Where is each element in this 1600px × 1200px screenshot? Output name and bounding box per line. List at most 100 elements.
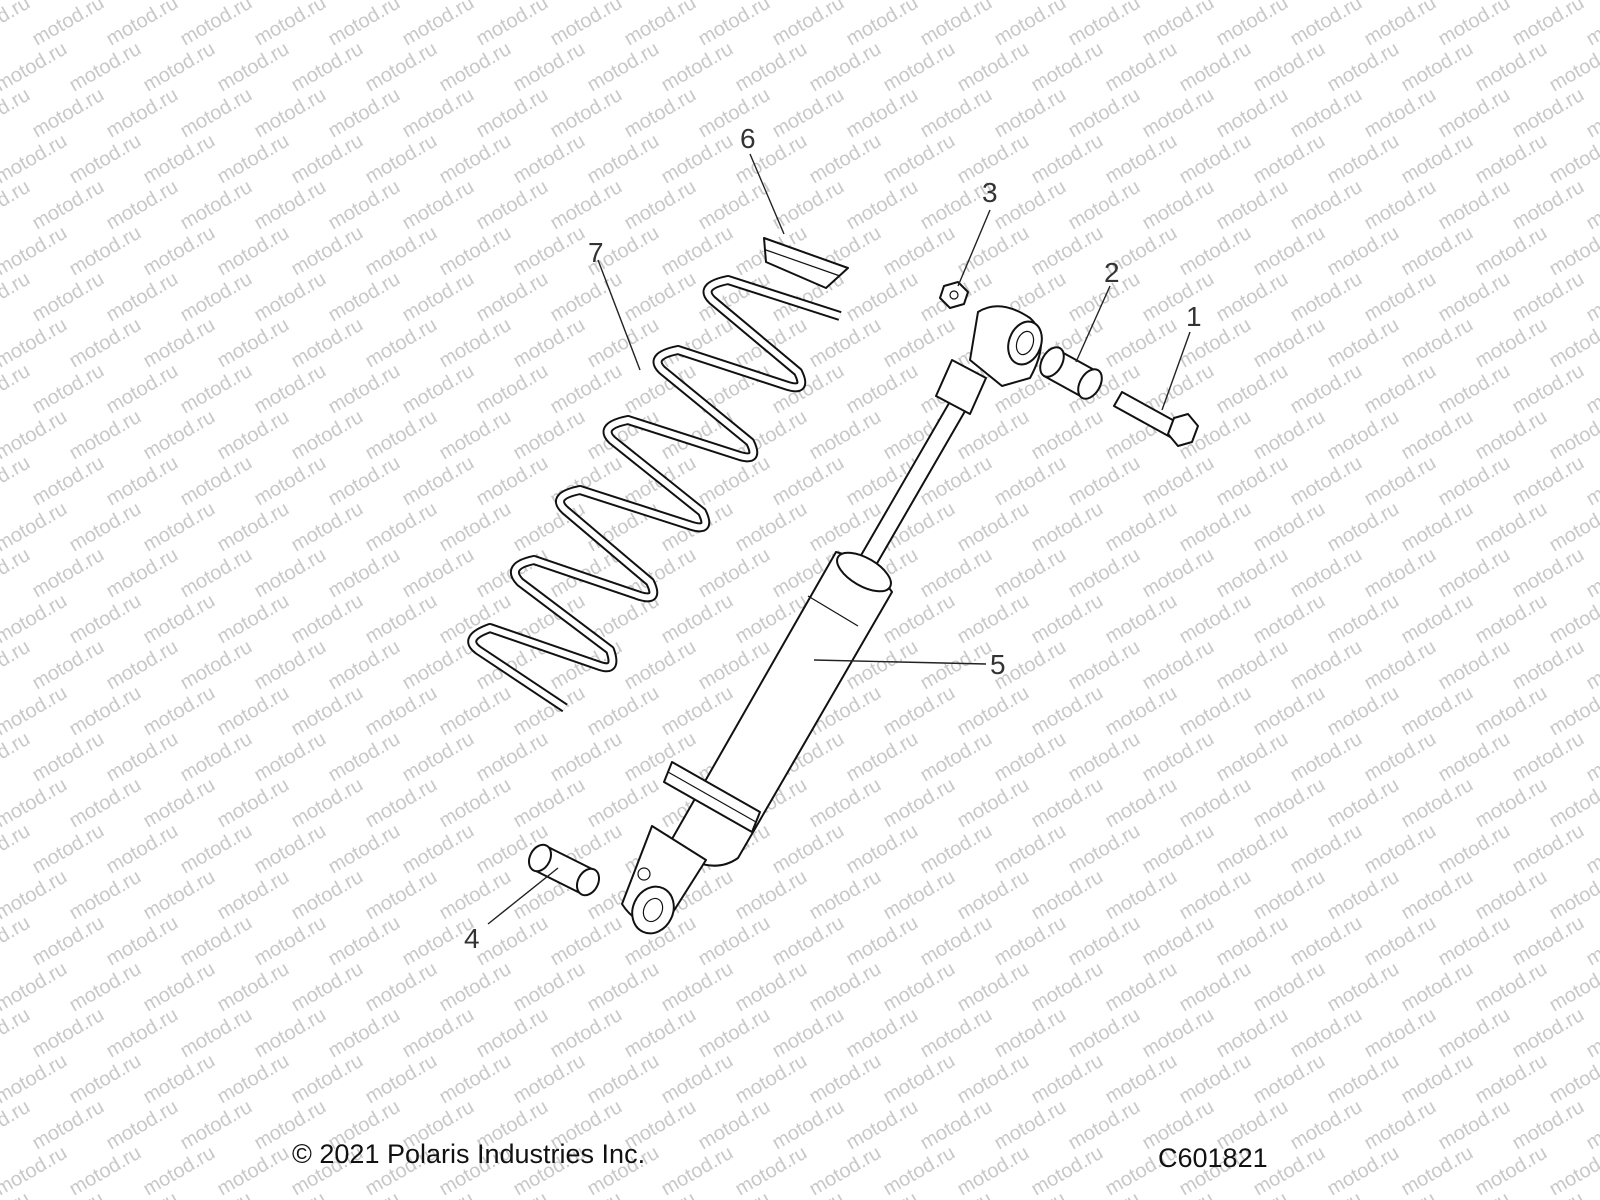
watermark-text: motod.ru bbox=[29, 728, 108, 787]
leader-line-6 bbox=[749, 153, 785, 235]
watermark-text: motod.ru bbox=[1583, 1188, 1600, 1200]
watermark-text: motod.ru bbox=[325, 84, 404, 143]
watermark-text: motod.ru bbox=[1176, 682, 1255, 741]
watermark-text: motod.ru bbox=[0, 38, 71, 97]
watermark-text: motod.ru bbox=[1435, 84, 1514, 143]
watermark-text: motod.ru bbox=[954, 1142, 1033, 1200]
watermark-text: motod.ru bbox=[917, 84, 996, 143]
watermark-text: motod.ru bbox=[29, 452, 108, 511]
watermark-text: motod.ru bbox=[0, 682, 71, 741]
watermark-text: motod.ru bbox=[1028, 38, 1107, 97]
watermark-text: motod.ru bbox=[251, 544, 330, 603]
watermark-text: motod.ru bbox=[621, 268, 700, 327]
watermark-text: motod.ru bbox=[473, 728, 552, 787]
watermark-text: motod.ru bbox=[1435, 360, 1514, 419]
watermark-text: motod.ru bbox=[103, 452, 182, 511]
watermark-text: motod.ru bbox=[1472, 1142, 1551, 1200]
watermark-text: motod.ru bbox=[288, 682, 367, 741]
watermark-text: motod.ru bbox=[436, 406, 515, 465]
watermark-text: motod.ru bbox=[1472, 38, 1551, 97]
watermark-text: motod.ru bbox=[0, 406, 71, 465]
watermark-text: motod.ru bbox=[769, 1004, 848, 1063]
watermark-text: motod.ru bbox=[288, 958, 367, 1017]
watermark-text: motod.ru bbox=[843, 912, 922, 971]
watermark-text: motod.ru bbox=[29, 1096, 108, 1155]
watermark-text: motod.ru bbox=[584, 682, 663, 741]
watermark-text: motod.ru bbox=[177, 1096, 256, 1155]
watermark-text: motod.ru bbox=[362, 130, 441, 189]
watermark-text: motod.ru bbox=[473, 912, 552, 971]
watermark-text: motod.ru bbox=[399, 544, 478, 603]
watermark-text: motod.ru bbox=[1324, 958, 1403, 1017]
watermark-text: motod.ru bbox=[1102, 498, 1181, 557]
watermark-text: motod.ru bbox=[66, 866, 145, 925]
watermark-text: motod.ru bbox=[1398, 38, 1477, 97]
watermark-text: motod.ru bbox=[1102, 774, 1181, 833]
watermark-text: motod.ru bbox=[1065, 1004, 1144, 1063]
watermark-text: motod.ru bbox=[251, 820, 330, 879]
watermark-text: motod.ru bbox=[1176, 1050, 1255, 1109]
watermark-text: motod.ru bbox=[288, 406, 367, 465]
watermark-text: motod.ru bbox=[436, 958, 515, 1017]
watermark-text: motod.ru bbox=[1324, 590, 1403, 649]
watermark-text: motod.ru bbox=[510, 314, 589, 373]
watermark-text: motod.ru bbox=[510, 406, 589, 465]
watermark-text: motod.ru bbox=[66, 222, 145, 281]
watermark-text: motod.ru bbox=[1176, 498, 1255, 557]
watermark-text: motod.ru bbox=[1250, 130, 1329, 189]
copyright-notice: © 2021 Polaris Industries Inc. bbox=[292, 1139, 646, 1169]
watermark-text: motod.ru bbox=[1028, 682, 1107, 741]
watermark-text: motod.ru bbox=[1361, 728, 1440, 787]
watermark-text: motod.ru bbox=[325, 0, 404, 50]
watermark-text: motod.ru bbox=[177, 728, 256, 787]
watermark-text: motod.ru bbox=[1361, 84, 1440, 143]
watermark-text: motod.ru bbox=[584, 38, 663, 97]
watermark-text: motod.ru bbox=[29, 360, 108, 419]
watermark-text: motod.ru bbox=[214, 866, 293, 925]
watermark-text: motod.ru bbox=[1324, 38, 1403, 97]
watermark-text: motod.ru bbox=[1324, 222, 1403, 281]
watermark-text: motod.ru bbox=[991, 1004, 1070, 1063]
watermark-text: motod.ru bbox=[1435, 1096, 1514, 1155]
watermark-text: motod.ru bbox=[1139, 728, 1218, 787]
watermark-text: motod.ru bbox=[1139, 912, 1218, 971]
watermark-text: motod.ru bbox=[1472, 498, 1551, 557]
watermark-text: motod.ru bbox=[1361, 268, 1440, 327]
watermark-text: motod.ru bbox=[1102, 590, 1181, 649]
watermark-text: motod.ru bbox=[325, 544, 404, 603]
watermark-text: motod.ru bbox=[177, 452, 256, 511]
watermark-text: motod.ru bbox=[1250, 314, 1329, 373]
watermark-text: motod.ru bbox=[325, 820, 404, 879]
watermark-text: motod.ru bbox=[1287, 360, 1366, 419]
watermark-text: motod.ru bbox=[436, 314, 515, 373]
watermark-text: motod.ru bbox=[325, 728, 404, 787]
watermark-text: motod.ru bbox=[584, 406, 663, 465]
watermark-text: motod.ru bbox=[436, 1050, 515, 1109]
watermark-text: motod.ru bbox=[103, 912, 182, 971]
watermark-text: motod.ru bbox=[1213, 268, 1292, 327]
watermark-text: motod.ru bbox=[103, 1004, 182, 1063]
watermark-text: motod.ru bbox=[251, 176, 330, 235]
watermark-text: motod.ru bbox=[362, 222, 441, 281]
watermark-text: motod.ru bbox=[695, 1096, 774, 1155]
watermark-text: motod.ru bbox=[1213, 452, 1292, 511]
watermark-text: motod.ru bbox=[954, 682, 1033, 741]
watermark-text: motod.ru bbox=[1250, 866, 1329, 925]
watermark-text: motod.ru bbox=[880, 774, 959, 833]
watermark-text: motod.ru bbox=[288, 498, 367, 557]
watermark-text: motod.ru bbox=[1324, 866, 1403, 925]
watermark-text: motod.ru bbox=[29, 84, 108, 143]
watermark-text: motod.ru bbox=[1435, 268, 1514, 327]
watermark-text: motod.ru bbox=[1213, 360, 1292, 419]
watermark-text: motod.ru bbox=[1509, 268, 1588, 327]
watermark-text: motod.ru bbox=[954, 38, 1033, 97]
watermark-text: motod.ru bbox=[880, 130, 959, 189]
watermark-text: motod.ru bbox=[325, 360, 404, 419]
watermark-text: motod.ru bbox=[103, 268, 182, 327]
watermark-text: motod.ru bbox=[621, 636, 700, 695]
watermark-text: motod.ru bbox=[1398, 130, 1477, 189]
watermark-text: motod.ru bbox=[1250, 774, 1329, 833]
watermark-text: motod.ru bbox=[510, 38, 589, 97]
watermark-text: motod.ru bbox=[880, 590, 959, 649]
watermark-text: motod.ru bbox=[29, 176, 108, 235]
